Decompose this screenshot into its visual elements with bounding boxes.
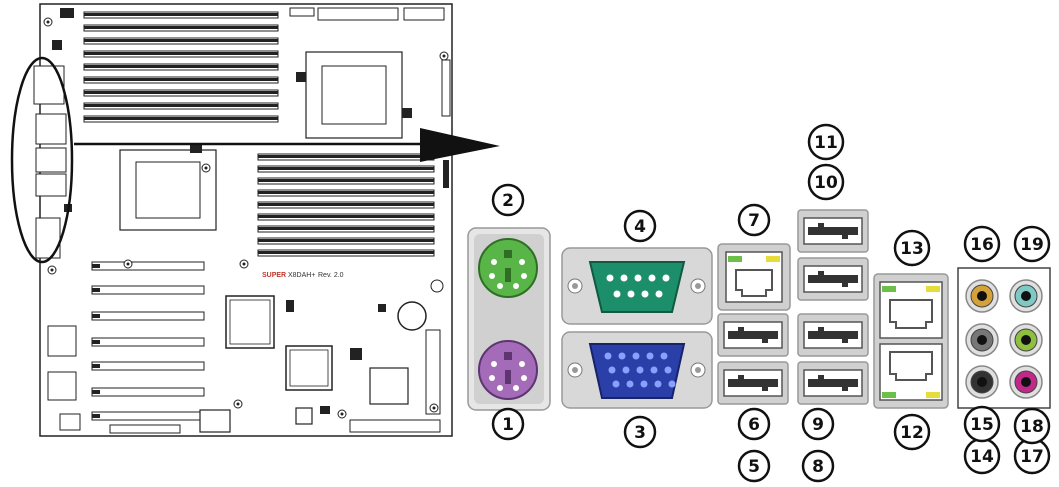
audio-jacks [957,267,1051,409]
vga-port [567,343,706,399]
callout-7: 7 [737,203,771,237]
callout-11: 11 [807,123,845,161]
callout-label: 8 [812,457,824,477]
usb-port-lower-left-bottom [717,361,789,405]
lan-port-left [717,243,791,311]
ps2-ports [467,227,551,411]
callout-4: 4 [623,209,657,243]
audio-jack-top-left [965,279,999,313]
rear-io-highlight-ellipse [10,56,74,264]
callout-label: 19 [1020,235,1044,255]
callout-label: 12 [900,423,924,443]
mouse-ps2-port [478,340,538,400]
callout-label: 3 [634,423,646,443]
callout-18: 18 [1013,407,1051,445]
callout-8: 8 [801,449,835,483]
mounting-holes [43,17,449,419]
callout-9: 9 [801,407,835,441]
serial-com-port [567,261,706,313]
callout-label: 14 [970,447,994,467]
usb-port-middle-bottom [797,361,869,405]
board-model: X8DAH+ [288,272,315,279]
usb-port-lower-left-top [717,313,789,357]
usb-port-middle-top [797,313,869,357]
usb-port-upper-upper [797,209,869,253]
callout-16: 16 [963,225,1001,263]
callout-19: 19 [1013,225,1051,263]
audio-jack-bottom-right [1009,365,1043,399]
lan-port-right-bottom [879,343,943,401]
chip-small [369,367,409,405]
callout-label: 2 [502,191,514,211]
usb-ports-middle [797,209,869,405]
audio-jack-top-right [1009,279,1043,313]
keyboard-ps2-port [478,238,538,298]
board-revision: Rev. 2.0 [318,272,344,279]
callout-1: 1 [491,407,525,441]
pcie-slots [91,261,205,421]
callout-3: 3 [623,415,657,449]
callout-13: 13 [893,229,931,267]
callout-label: 7 [748,211,760,231]
lan-port-right-top [879,281,943,339]
callout-2: 2 [491,183,525,217]
board-brand: SUPER [262,272,286,279]
chipset [225,295,275,349]
board-rear-io [33,65,67,259]
usb-port-upper-lower [797,257,869,301]
callout-label: 4 [634,217,646,237]
callout-10: 10 [807,163,845,201]
callout-5: 5 [737,449,771,483]
callout-label: 17 [1020,447,1044,467]
zoom-arrow [74,128,500,162]
callout-label: 9 [812,415,824,435]
motherboard-layout: SUPER X8DAH+ Rev. 2.0 [10,3,453,437]
lan-ports-right [873,273,949,409]
audio-jack-bottom-left [965,365,999,399]
callout-label: 10 [814,173,838,193]
audio-jack-middle-left [965,323,999,357]
callout-label: 15 [970,415,994,435]
callout-label: 1 [502,415,514,435]
right-dimm-slots [257,153,435,257]
top-dimm-slots [83,11,279,123]
southbridge [285,345,333,391]
cpu-socket-1 [296,51,412,139]
callout-label: 11 [814,133,838,153]
audio-jack-middle-right [1009,323,1043,357]
callout-label: 13 [900,239,924,259]
ide-connector [425,329,441,415]
callout-14: 14 [963,437,1001,475]
callout-label: 6 [748,415,760,435]
callout-label: 18 [1020,417,1044,437]
callout-15: 15 [963,405,1001,443]
cmos-battery [397,301,427,331]
callout-6: 6 [737,407,771,441]
callout-label: 5 [748,457,760,477]
serial-vga-ports [561,247,713,409]
cpu-socket-2 [119,145,217,231]
usb-ports-left [717,313,789,405]
callout-label: 16 [970,235,994,255]
callout-12: 12 [893,413,931,451]
